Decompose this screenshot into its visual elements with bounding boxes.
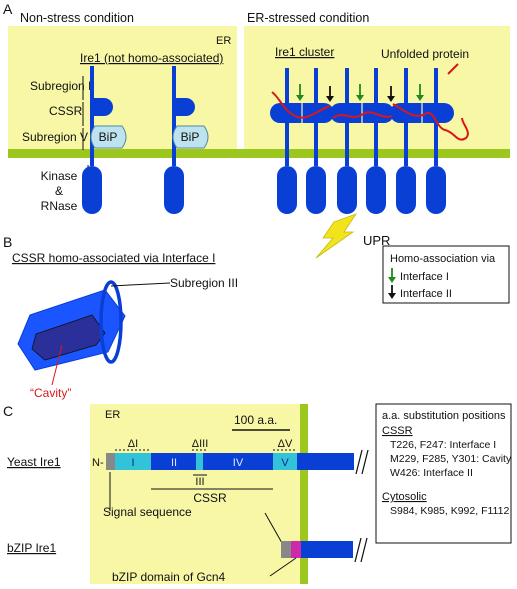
iii-label: III [195,476,204,488]
legend-title: Homo-association via [390,253,496,265]
cssr-dimer-shape [17,280,171,386]
dimer-gaps [301,103,423,123]
subst-line-3: W426: Interface II [390,467,473,479]
ire1-cluster-label: Ire1 cluster [275,45,334,59]
upr-lightning-icon [315,213,358,259]
subst-line-2: M229, F285, Y301: Cavity [390,453,512,465]
unfolded-protein-chains [271,63,469,141]
bzip-ire1-label: bZIP Ire1 [7,541,56,555]
segment-ii: II [171,457,177,469]
panel-a-label: A [3,1,13,17]
yeast-ire1-construct [106,453,354,470]
cluster-kinase-domains [277,166,446,214]
signal-pointer-2 [264,512,283,544]
segment-i: I [131,457,134,469]
bip-label-1: BiP [99,130,118,144]
subregion-1-label: Subregion I [30,79,91,93]
cssr-label-c: CSSR [193,491,227,505]
panel-c-label: C [3,403,13,419]
er-membrane [8,149,510,158]
subst-line-1: T226, F247: Interface I [390,439,496,451]
kinase-label: Kinase [41,169,78,183]
er-stressed-title: ER-stressed condition [247,11,369,25]
unfolded-protein-label: Unfolded protein [381,47,469,61]
cssr-label-a: CSSR [49,104,83,118]
cavity-label: “Cavity” [30,386,71,400]
upr-label: UPR [363,233,390,248]
subst-cyto-head: Cytosolic [382,491,427,503]
segment-v: V [281,457,289,469]
legend-item-2: Interface II [400,288,452,300]
subst-cssr-head: CSSR [382,425,413,437]
er-label-c: ER [105,409,120,421]
panel-b-label: B [3,234,12,250]
bzip-pointer [269,557,297,577]
bip-2: BiP [172,125,209,149]
bip-1: BiP [90,125,127,149]
er-label-a: ER [216,35,231,47]
bzip-domain-label: bZIP domain of Gcn4 [112,570,226,584]
ire1-not-homo-label: Ire1 (not homo-associated) [80,51,223,65]
subregion-3-loop [99,280,123,364]
er-box-c [90,404,300,584]
yeast-ire1-label: Yeast Ire1 [7,455,61,469]
signal-sequence-label: Signal sequence [103,505,192,519]
rnase-label: RNase [41,199,78,213]
ire1-monomer-1 [82,66,113,214]
subst-title: a.a. substitution positions [382,410,506,422]
subregion-3-label: Subregion III [170,276,238,290]
scale-label: 100 a.a. [234,413,277,427]
bzip-ire1-construct [281,541,353,558]
interface-1-arrows [296,84,424,101]
legend-item-1: Interface I [400,271,449,283]
interface-2-arrows [326,86,395,102]
n-terminus-label: N- [92,457,104,469]
subregion-5-label: Subregion V [22,130,88,144]
segment-iv: IV [233,457,244,469]
er-membrane-c [300,404,308,584]
delta-i-label: ΔI [128,438,138,450]
subst-line-4: S984, K985, K992, F1112 [390,505,509,517]
interface-legend: Homo-association via Interface I Interfa… [382,245,510,304]
delta-iii-label: ΔIII [192,438,209,450]
non-stress-title: Non-stress condition [20,11,134,25]
ampersand-label: & [55,184,63,198]
ire1-monomer-2 [164,66,195,214]
substitution-box: a.a. substitution positions CSSR T226, F… [375,403,512,544]
delta-v-label: ΔV [278,438,293,450]
break-marks [354,449,369,563]
bip-label-2: BiP [181,130,200,144]
panel-b-title: CSSR homo-associated via Interface I [12,251,215,265]
